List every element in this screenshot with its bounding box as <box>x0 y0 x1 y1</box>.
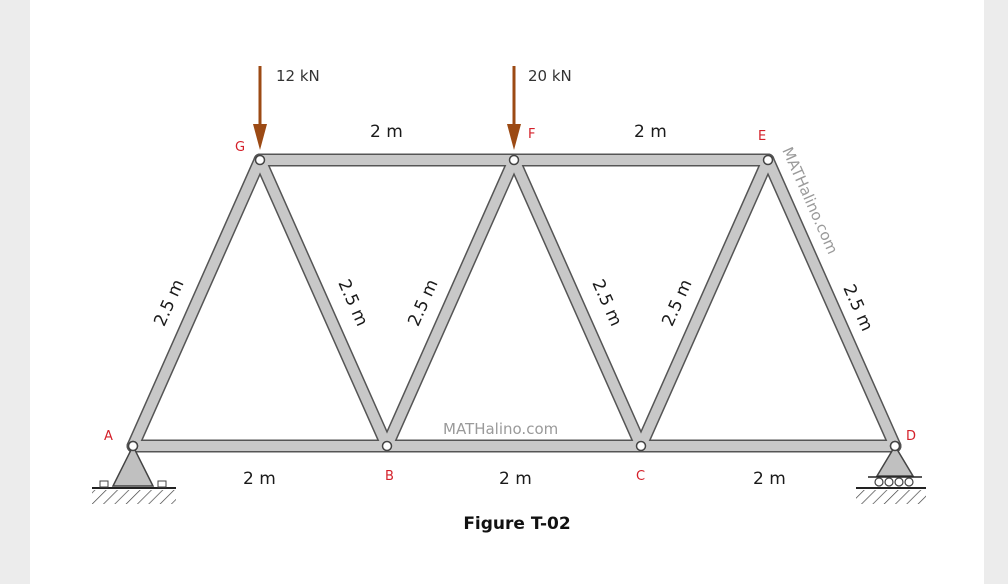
joint-C <box>635 440 647 452</box>
roller-support-D <box>856 440 926 504</box>
page: 12 kN 20 kN A B C D E F G 2 m 2 m 2 m 2 … <box>30 0 984 584</box>
node-label-E: E <box>758 129 766 144</box>
dim-top-FE: 2 m <box>634 122 667 142</box>
member-BF <box>382 155 519 451</box>
truss-diagram: 12 kN 20 kN A B C D E F G 2 m 2 m 2 m 2 … <box>92 66 926 534</box>
node-label-F: F <box>528 127 535 142</box>
node-label-D: D <box>906 429 916 444</box>
joint-F <box>508 154 520 166</box>
member-FC <box>509 155 646 451</box>
load-arrow-F: 20 kN <box>507 66 572 150</box>
member-CE <box>636 155 773 451</box>
joint-G <box>254 154 266 166</box>
load-arrows: 12 kN 20 kN <box>253 66 572 150</box>
figure-caption: Figure T-02 <box>463 514 570 534</box>
node-label-C: C <box>636 469 645 484</box>
node-label-A: A <box>104 429 113 444</box>
dim-member-FC: 2.5 m <box>587 277 625 330</box>
watermark-center: MATHalino.com <box>443 420 558 438</box>
load-label-20kN: 20 kN <box>528 67 572 85</box>
member-outlines <box>126 153 902 453</box>
dim-top-GF: 2 m <box>370 122 403 142</box>
horizontal-dimensions: 2 m 2 m 2 m 2 m 2 m <box>243 122 786 489</box>
pin-support-A <box>92 440 176 504</box>
joint-E <box>762 154 774 166</box>
load-arrow-G: 12 kN <box>253 66 320 150</box>
dim-bottom-CD: 2 m <box>753 469 786 489</box>
dim-bottom-BC: 2 m <box>499 469 532 489</box>
node-labels: A B C D E F G <box>104 127 916 484</box>
node-label-G: G <box>235 140 245 155</box>
joint-B <box>381 440 393 452</box>
member-ED <box>763 155 900 451</box>
member-AG <box>128 155 265 451</box>
dim-member-GB: 2.5 m <box>333 277 371 330</box>
member-fills <box>128 155 900 451</box>
node-label-B: B <box>385 469 394 484</box>
load-label-12kN: 12 kN <box>276 67 320 85</box>
truss-members <box>126 153 902 453</box>
member-GB <box>255 155 392 451</box>
dim-bottom-AB: 2 m <box>243 469 276 489</box>
diagonal-dimensions: 2.5 m 2.5 m 2.5 m 2.5 m 2.5 m 2.5 m <box>150 277 876 335</box>
